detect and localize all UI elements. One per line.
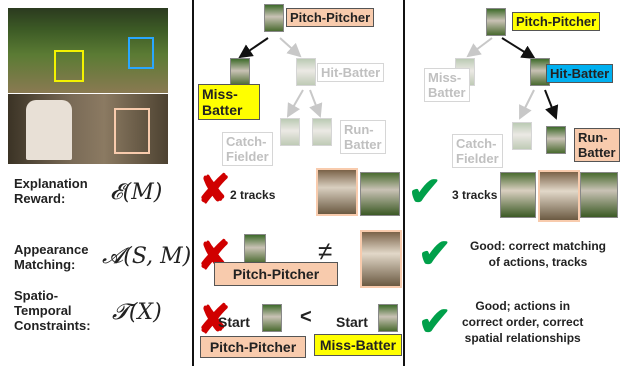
start-label-1: Start (218, 314, 250, 330)
player-thumbnail (262, 304, 282, 332)
player-thumbnail (296, 58, 316, 86)
appearance-good-text: Good: correct matching of actions, track… (470, 239, 607, 269)
node-hit-batter: Hit-Batter (317, 63, 385, 82)
runner-box (114, 108, 150, 154)
not-equal-symbol: ≠ (318, 236, 333, 266)
node-pitch-pitcher: Pitch-Pitcher (512, 12, 601, 31)
node-pitch-pitcher: Pitch-Pitcher (286, 8, 375, 27)
player-thumbnail (486, 8, 506, 36)
player-thumbnail (312, 118, 332, 146)
player-thumbnail (546, 126, 566, 154)
player-thumbnail (500, 172, 536, 218)
batter-photo (8, 94, 168, 164)
divider-left (192, 0, 194, 366)
baseball-field-photo (8, 8, 168, 93)
node-hit-batter: Hit-Batter (546, 64, 614, 83)
node-catch-fielder: Catch- Fielder (452, 134, 503, 168)
start-label-2: Start (336, 314, 368, 330)
player-thumbnail (538, 170, 580, 222)
row-label-appearance: Appearance Matching: (14, 242, 89, 272)
formula-appearance: 𝓐(S, M) (102, 244, 192, 269)
spatio-pitch-pitcher-label: Pitch-Pitcher (200, 336, 306, 358)
spatio-good-text: Good; actions in correct order, correct … (462, 299, 584, 345)
node-miss-batter: Miss- Batter (424, 68, 470, 102)
spatio-miss-batter-label: Miss-Batter (314, 334, 402, 356)
green-check-icon: ✔ (408, 170, 442, 214)
row-label-explanation: Explanation Reward: (14, 176, 88, 206)
node-run-batter: Run- Batter (340, 120, 386, 154)
formula-spatio: 𝓣(X) (112, 300, 162, 325)
formula-explanation: 𝓔(M) (110, 180, 163, 205)
batter-box (128, 37, 154, 69)
player-thumbnail (316, 168, 358, 216)
green-check-icon: ✔ (418, 232, 452, 276)
pitcher-box (54, 50, 84, 82)
appearance-pitch-pitcher-label: Pitch-Pitcher (214, 262, 338, 286)
player-thumbnail (512, 122, 532, 150)
player-thumbnail (280, 118, 300, 146)
player-figure (26, 100, 72, 160)
player-thumbnail (230, 58, 250, 86)
player-thumbnail (580, 172, 618, 218)
divider-right (403, 0, 405, 366)
player-thumbnail (244, 234, 266, 264)
tracks-count-bad: 2 tracks (230, 188, 276, 202)
less-than-symbol: < (300, 306, 312, 328)
player-thumbnail (360, 172, 400, 216)
tracks-count-good: 3 tracks (452, 188, 498, 202)
node-miss-batter: Miss- Batter (198, 84, 260, 120)
player-thumbnail (264, 4, 284, 32)
node-run-batter: Run- Batter (574, 128, 620, 162)
row-label-spatio: Spatio- Temporal Constraints: (14, 288, 91, 333)
player-thumbnail (360, 230, 402, 288)
red-x-icon: ✘ (197, 298, 231, 342)
green-check-icon: ✔ (418, 300, 452, 344)
player-thumbnail (378, 304, 398, 332)
node-catch-fielder: Catch- Fielder (222, 132, 273, 166)
red-x-icon: ✘ (197, 168, 231, 212)
